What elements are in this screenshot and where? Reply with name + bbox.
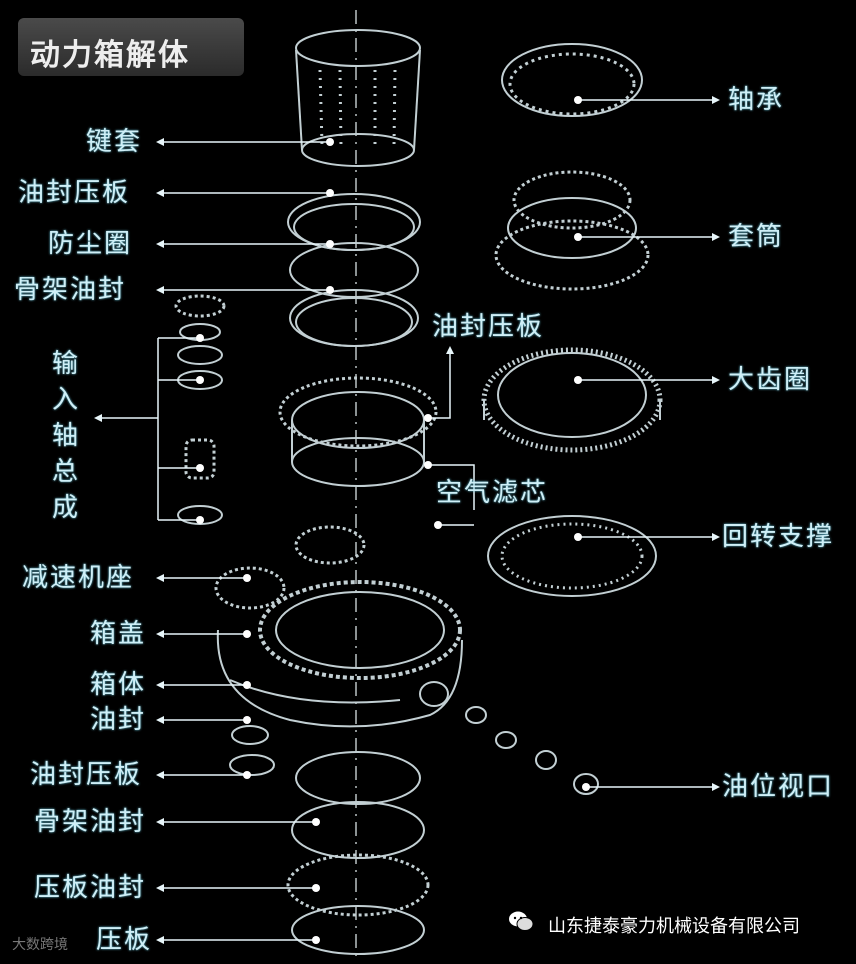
big-ring-gear-part (481, 347, 663, 453)
key-sleeve-part (295, 29, 421, 167)
label-bearing: 轴承 (728, 85, 785, 115)
label-sleeve: 套筒 (728, 222, 785, 252)
label-oil-level-port: 油位视口 (722, 772, 835, 802)
label-dust-ring: 防尘圈 (48, 229, 133, 259)
slewing-bearing-part (487, 515, 657, 597)
label-plate-oil-seal: 压板油封 (34, 873, 147, 903)
label-reducer-seat: 减速机座 (22, 563, 135, 593)
label-air-filter: 空气滤芯 (436, 478, 549, 508)
input-shaft-char: 总 (51, 457, 78, 487)
oil-level-parts (465, 706, 599, 795)
input-shaft-char: 轴 (51, 421, 78, 451)
label-oil-seal-plate: 油封压板 (18, 178, 131, 208)
label-frame-oil-seal-2: 骨架油封 (34, 807, 147, 837)
label-input-shaft-assembly: 输 入 轴 总 成 (50, 346, 80, 526)
title-panel (18, 18, 244, 76)
label-plate: 压板 (96, 925, 153, 955)
brand-name: 山东捷泰豪力机械设备有限公司 (548, 916, 800, 937)
wechat-icon (509, 911, 534, 931)
label-big-ring-gear: 大齿圈 (728, 365, 813, 395)
input-shaft-parts (174, 294, 226, 525)
sleeve-part (494, 170, 650, 291)
label-slewing-bearing: 回转支撑 (722, 522, 835, 552)
label-frame-oil-seal: 骨架油封 (14, 275, 127, 305)
label-key-sleeve: 键套 (86, 127, 143, 157)
input-shaft-char: 成 (51, 493, 78, 523)
label-oil-seal-plate-2: 油封压板 (30, 760, 143, 790)
label-oil-seal: 油封 (90, 705, 147, 735)
bearing-part (501, 43, 643, 117)
dust-ring (289, 242, 419, 298)
label-oil-seal-plate-center: 油封压板 (432, 312, 545, 342)
label-box-body: 箱体 (90, 670, 147, 700)
input-shaft-char: 输 (51, 349, 78, 379)
reducer-housing-part (214, 525, 463, 728)
label-box-cover: 箱盖 (90, 619, 147, 649)
input-shaft-char: 入 (51, 385, 78, 415)
watermark: 大数跨境 (12, 937, 68, 953)
center-housing-part (278, 376, 438, 487)
diagram-title: 动力箱解体 (30, 38, 190, 73)
